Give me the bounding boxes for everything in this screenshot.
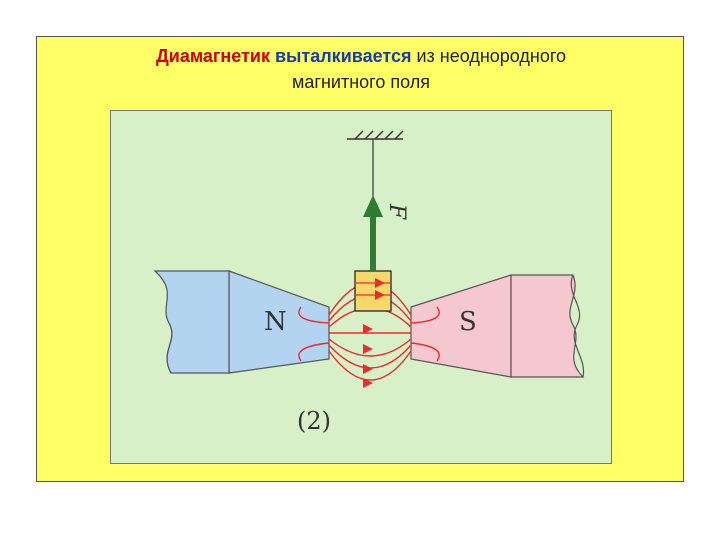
south-pole-magnet xyxy=(410,274,585,378)
magnet-diagram: N S F (2) xyxy=(110,110,612,464)
diamagnetic-sample xyxy=(354,270,392,312)
slide-title: Диамагнетик выталкивается из неоднородно… xyxy=(37,43,685,95)
title-word-diamagnet: Диамагнетик xyxy=(155,46,270,66)
north-pole-magnet xyxy=(153,270,330,374)
figure-caption: (2) xyxy=(297,407,331,435)
slide: Диамагнетик выталкивается из неоднородно… xyxy=(36,36,684,482)
force-label: F xyxy=(384,203,410,220)
force-arrow xyxy=(363,195,383,271)
title-word-pushed-out: выталкивается xyxy=(274,46,412,66)
title-line2: магнитного поля xyxy=(292,72,430,92)
magnet-diagram-svg xyxy=(153,130,585,388)
pole-label-north: N xyxy=(264,307,287,337)
ceiling-mount-icon xyxy=(347,130,404,140)
title-rest: из неоднородного xyxy=(411,46,567,66)
field-arrowheads xyxy=(363,324,373,388)
pole-label-south: S xyxy=(459,307,477,337)
